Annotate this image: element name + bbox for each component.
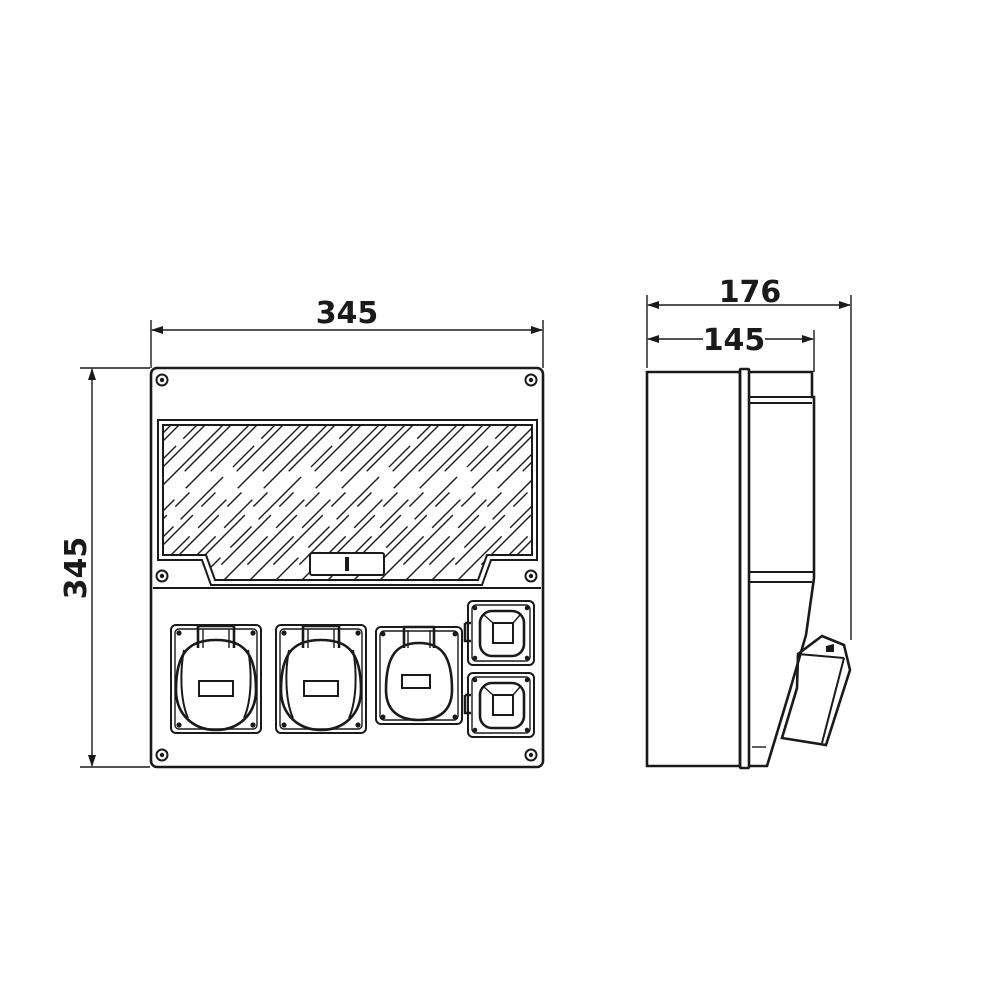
hatch-line: [203, 425, 405, 580]
front-view: 345 345: [0, 296, 854, 769]
hatch-line: [0, 400, 40, 600]
hatch-line: [163, 425, 197, 580]
hatch-line: [646, 400, 846, 600]
height-dimension: 345: [59, 367, 150, 768]
hatch-line: [550, 400, 750, 600]
screw-icon: [155, 373, 169, 387]
schuko-sockets: [463, 600, 535, 738]
hatch-line: [497, 425, 532, 580]
hatch-line: [620, 400, 820, 600]
hatch-line: [0, 400, 66, 600]
side-socket-housing: [780, 634, 852, 747]
schuko-socket: [463, 672, 535, 738]
side-view: 176 145: [645, 275, 852, 770]
schuko-socket: [463, 600, 535, 666]
hatch-line: [177, 425, 379, 580]
hatch-line: [523, 425, 532, 580]
hatch-line: [437, 425, 532, 580]
screw-icon: [155, 569, 169, 583]
hatch-line: [568, 400, 768, 600]
lid-profile: [749, 370, 816, 768]
hatch-line: [359, 425, 532, 580]
hatch-line: [163, 425, 309, 580]
hatch-line: [576, 400, 776, 600]
hatch-line: [654, 400, 854, 600]
hatch-line: [163, 425, 231, 580]
overall-depth-dimension: 176: [646, 275, 852, 640]
hatch-line: [594, 400, 794, 600]
body-depth-label: 145: [703, 323, 766, 358]
cee-socket-large: [275, 624, 367, 734]
hatch-line: [185, 425, 387, 580]
height-label: 345: [59, 537, 94, 600]
screw-icon: [524, 569, 538, 583]
hatch-line: [471, 425, 532, 580]
hatch-line: [211, 425, 413, 580]
hatch-line: [419, 425, 532, 580]
hatch-line: [628, 400, 828, 600]
hatch-line: [602, 400, 802, 600]
hatch-line: [163, 425, 361, 580]
hatch-line: [411, 425, 532, 580]
hatch-line: [163, 425, 327, 580]
hatch-line: [341, 425, 532, 580]
cee-socket-large: [170, 624, 262, 734]
hatch-line: [163, 425, 223, 580]
hatch-line: [163, 425, 205, 580]
hatch-line: [289, 425, 491, 580]
screw-icon: [155, 748, 169, 762]
hatch-line: [445, 425, 532, 580]
hatch-line: [163, 425, 301, 580]
overall-depth-label: 176: [719, 275, 782, 310]
enclosure-outline: [149, 366, 545, 769]
hatch-line: [163, 425, 249, 580]
screw-icon: [524, 373, 538, 387]
hatch-line: [515, 425, 532, 580]
lid-flange: [738, 367, 751, 770]
hatch-line: [255, 425, 457, 580]
hatch-line: [163, 425, 283, 580]
width-dimension: 345: [150, 296, 544, 368]
hatch-line: [237, 425, 439, 580]
hatch-line: [163, 425, 257, 580]
hatch-line: [0, 400, 48, 600]
hatch-line: [393, 425, 532, 580]
cee-sockets-large: [170, 624, 367, 734]
hatch-line: [385, 425, 532, 580]
hatch-line: [542, 400, 742, 600]
cee-socket-medium: [375, 625, 463, 725]
hatch-line: [263, 425, 465, 580]
enclosure-base-side: [645, 370, 742, 768]
hatch-line: [367, 425, 532, 580]
glass-hatching: [0, 400, 854, 600]
body-depth-dimension: 145: [647, 323, 815, 372]
hatch-line: [163, 425, 335, 580]
hatch-line: [163, 425, 275, 580]
hatch-line: [315, 425, 517, 580]
corner-screws: [155, 373, 538, 762]
hatch-line: [229, 425, 431, 580]
breaker-window: [0, 400, 854, 600]
width-label: 345: [316, 296, 379, 331]
screw-icon: [524, 748, 538, 762]
